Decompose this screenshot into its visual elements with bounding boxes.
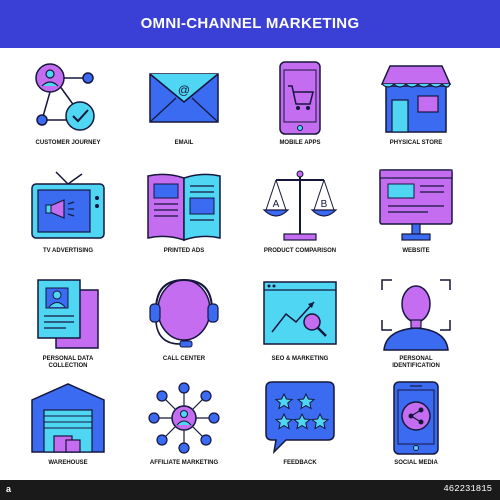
title-banner xyxy=(0,0,500,48)
svg-text:@: @ xyxy=(178,83,190,97)
stock-logo: a xyxy=(6,484,12,494)
personal-data-collection-icon xyxy=(30,276,106,352)
physical-store-icon xyxy=(378,60,454,136)
icon-label: PERSONAL DATA COLLECTION xyxy=(42,356,94,369)
tv-advertising-icon xyxy=(30,168,106,244)
personal-identification-icon xyxy=(378,276,454,352)
icon-label: PERSONAL IDENTIFICATION xyxy=(392,356,440,369)
icon-label: PRINTED ADS xyxy=(163,248,205,254)
scale-label-b: B xyxy=(321,199,328,210)
stock-image-id: 462231815 xyxy=(443,484,492,494)
printed-ads-icon xyxy=(146,168,222,244)
watermark-bar: a 462231815 xyxy=(0,480,500,500)
icon-label: MOBILE APPS xyxy=(279,140,321,146)
product-comparison-icon: A B xyxy=(262,168,338,244)
page-title: OMNI-CHANNEL MARKETING xyxy=(140,15,360,32)
icon-label: TV ADVERTISING xyxy=(42,248,94,254)
customer-journey-icon xyxy=(30,60,106,136)
icon-label: WEBSITE xyxy=(402,248,430,254)
icon-label: PHYSICAL STORE xyxy=(389,140,443,146)
icon-label: EMAIL xyxy=(174,140,194,146)
email-icon: @ xyxy=(146,60,222,136)
icon-label: CALL CENTER xyxy=(162,356,206,362)
social-media-icon xyxy=(378,380,454,456)
scale-label-a: A xyxy=(273,199,280,210)
icon-label: FEEDBACK xyxy=(283,460,317,466)
icon-label: SEO & MARKETING xyxy=(271,356,329,362)
feedback-icon xyxy=(262,380,338,456)
affiliate-marketing-icon xyxy=(146,380,222,456)
icon-label: CUSTOMER JOURNEY xyxy=(35,140,101,146)
seo-marketing-icon xyxy=(262,276,338,352)
website-icon xyxy=(378,168,454,244)
icon-label: PRODUCT COMPARISON xyxy=(263,248,337,254)
icon-label: SOCIAL MEDIA xyxy=(394,460,438,466)
icon-label: WAREHOUSE xyxy=(48,460,88,466)
warehouse-icon xyxy=(30,380,106,456)
icon-label: AFFILIATE MARKETING xyxy=(149,460,219,466)
call-center-icon xyxy=(146,276,222,352)
mobile-apps-icon xyxy=(262,60,338,136)
